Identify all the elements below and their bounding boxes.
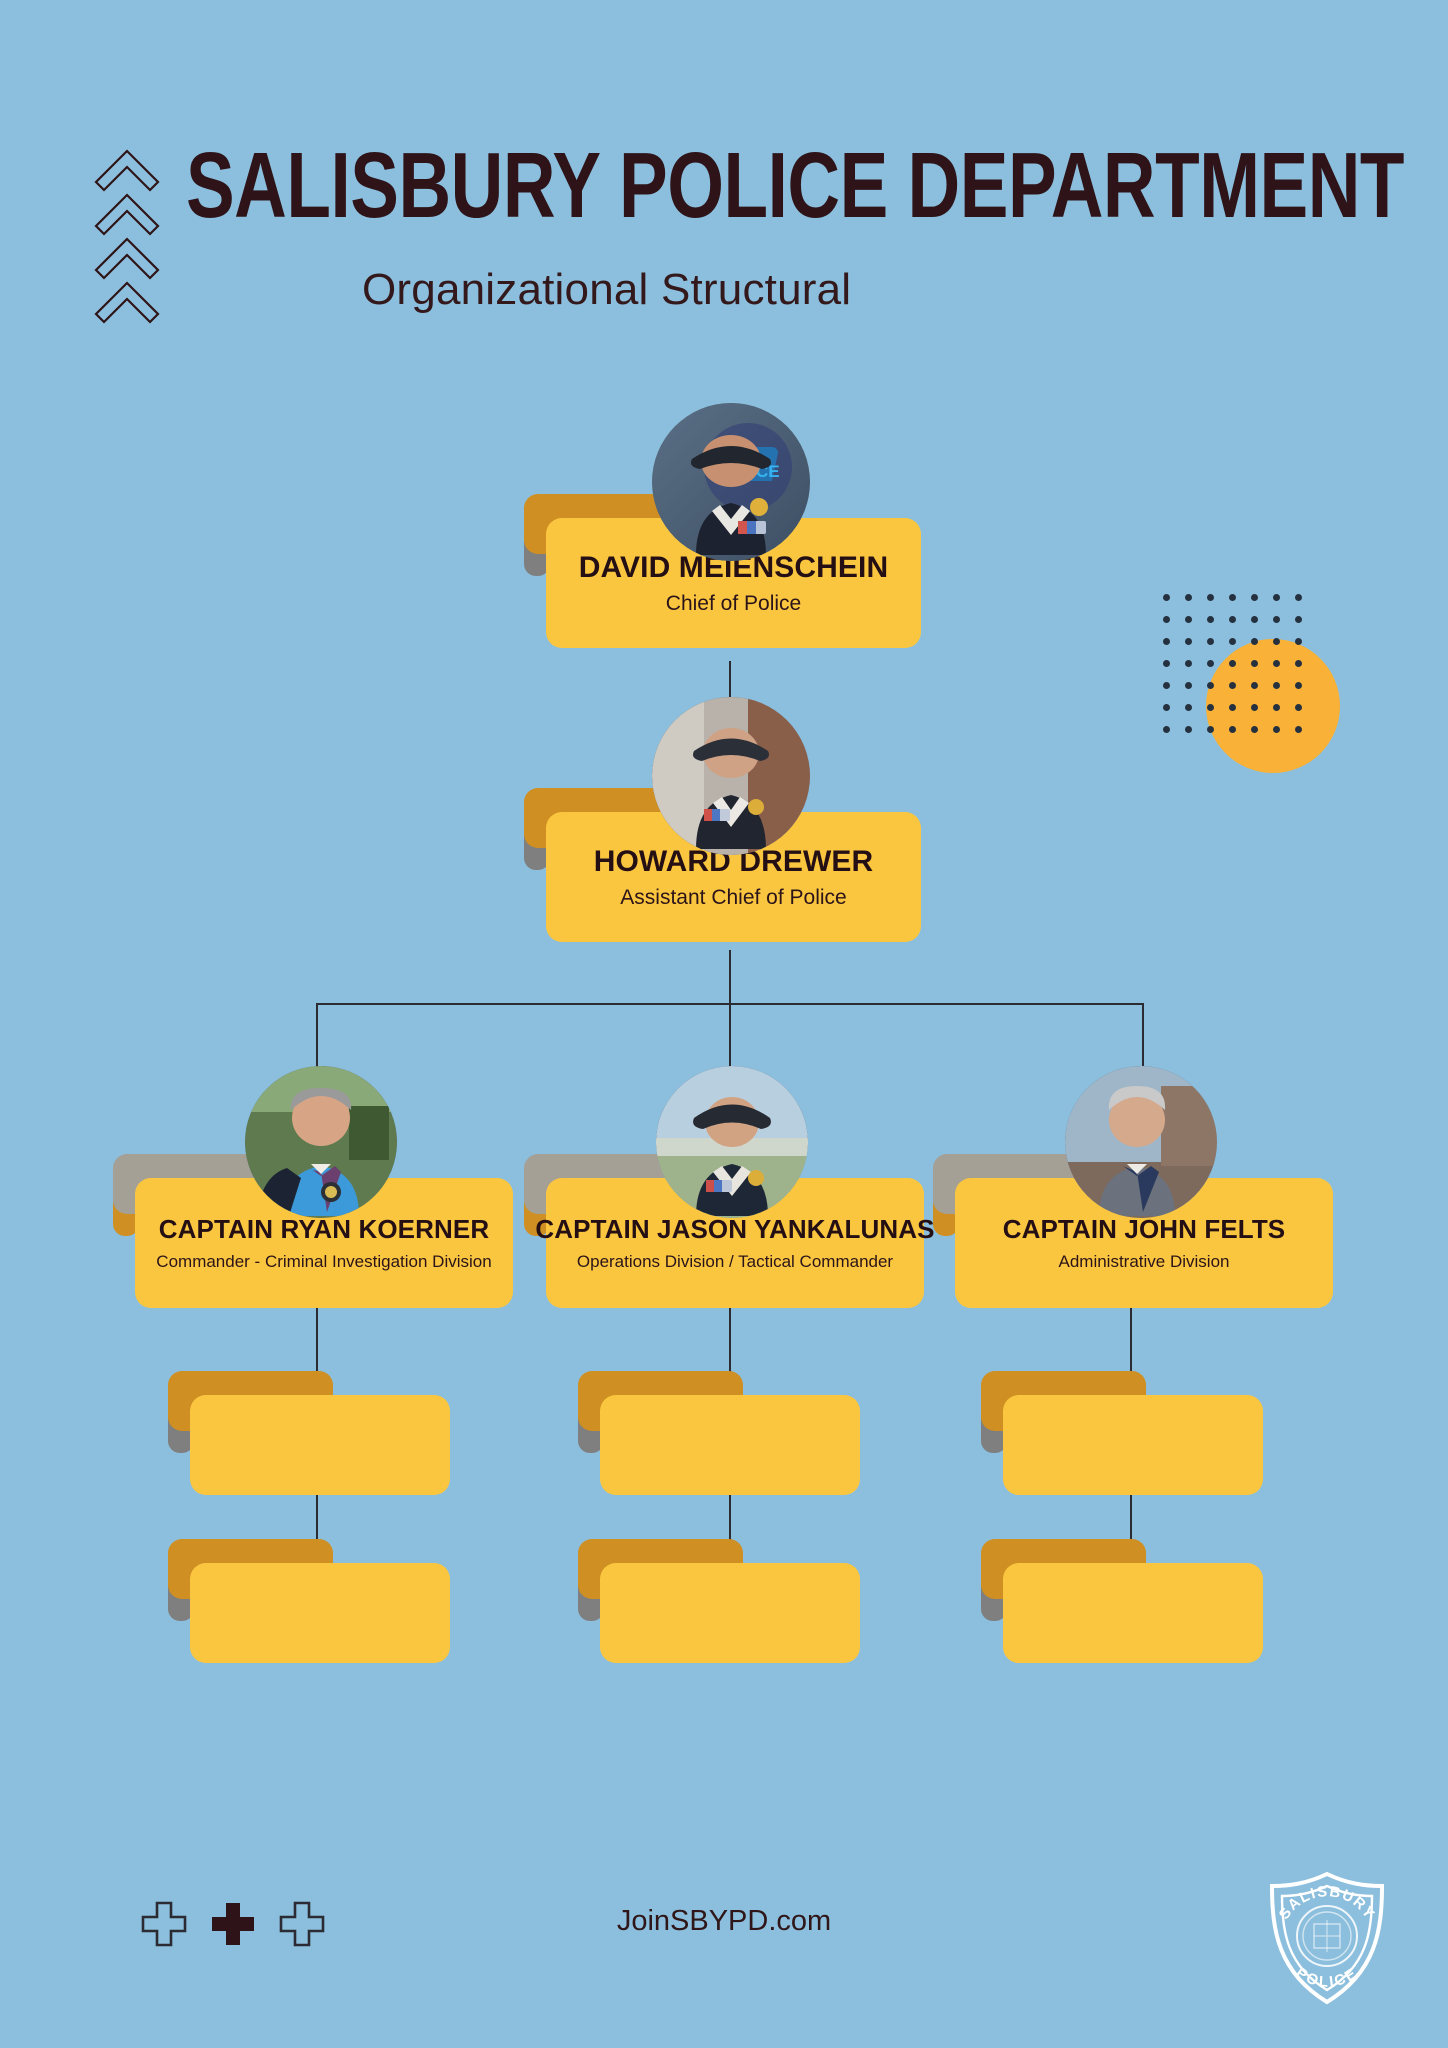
org-node-asst-chief[interactable]: HOWARD DREWER Assistant Chief of Police — [524, 697, 921, 942]
avatar: POLICE — [652, 403, 810, 561]
edge-ph-1-a-to-b — [316, 1483, 318, 1563]
page-subtitle: Organizational Structural — [362, 265, 852, 314]
org-node-placeholder-2b[interactable] — [578, 1539, 860, 1663]
plus-outline-icon — [141, 1901, 187, 1947]
node-name: CAPTAIN RYAN KOERNER — [158, 1214, 490, 1244]
org-node-captain-koerner[interactable]: CAPTAIN RYAN KOERNER Commander - Crimina… — [113, 1066, 513, 1308]
edge-ph-3-a-to-b — [1130, 1483, 1132, 1563]
node-role: Commander - Criminal Investigation Divis… — [156, 1252, 492, 1271]
org-card-asst-chief[interactable]: HOWARD DREWER Assistant Chief of Police — [546, 812, 921, 942]
org-card-captain-yankalunas[interactable]: CAPTAIN JASON YANKALUNAS Operations Divi… — [535, 1178, 935, 1308]
org-node-placeholder-1a[interactable] — [168, 1371, 450, 1495]
org-card-placeholder[interactable] — [600, 1563, 860, 1663]
edge-drop-captain-1 — [316, 1003, 318, 1113]
node-role: Administrative Division — [1058, 1252, 1230, 1271]
plus-filled-icon — [212, 1903, 254, 1945]
svg-text:POLICE: POLICE — [1293, 1964, 1361, 1991]
org-node-captain-yankalunas[interactable]: CAPTAIN JASON YANKALUNAS Operations Divi… — [524, 1066, 935, 1308]
org-node-placeholder-3a[interactable] — [981, 1371, 1263, 1495]
page-title: SALISBURY POLICE DEPARTMENT — [186, 133, 1404, 238]
edge-asst-chief-trunk — [729, 950, 731, 1004]
edge-ph-2-a-to-b — [729, 1483, 731, 1563]
svg-text:SALISBURY: SALISBURY — [1276, 1883, 1379, 1923]
edge-drop-captain-3 — [1142, 1003, 1144, 1113]
org-node-chief[interactable]: POLICE DAVID MEIENSCHEIN Chief of Police — [524, 403, 921, 648]
node-role: Assistant Chief of Police — [620, 885, 847, 909]
edge-drop-captain-2 — [729, 1003, 731, 1113]
avatar — [656, 1066, 808, 1218]
org-card-placeholder[interactable] — [1003, 1563, 1263, 1663]
edge-captain-1-to-ph-a — [316, 1308, 318, 1395]
node-role: Operations Division / Tactical Commander — [576, 1252, 894, 1271]
org-node-placeholder-3b[interactable] — [981, 1539, 1263, 1663]
edge-captain-3-to-ph-a — [1130, 1308, 1132, 1395]
orange-circle-icon — [1206, 639, 1340, 773]
dot-grid-icon — [1155, 586, 1310, 741]
org-card-placeholder[interactable] — [600, 1395, 860, 1495]
org-card-placeholder[interactable] — [190, 1563, 450, 1663]
org-node-placeholder-2a[interactable] — [578, 1371, 860, 1495]
org-card-placeholder[interactable] — [190, 1395, 450, 1495]
avatar — [245, 1066, 397, 1218]
org-card-captain-koerner[interactable]: CAPTAIN RYAN KOERNER Commander - Crimina… — [135, 1178, 513, 1308]
avatar — [652, 697, 810, 855]
avatar — [1065, 1066, 1217, 1218]
org-card-placeholder[interactable] — [1003, 1395, 1263, 1495]
police-shield-badge-icon: SALISBURY POLICE — [1262, 1868, 1392, 2008]
node-name: CAPTAIN JASON YANKALUNAS — [535, 1214, 935, 1244]
edge-captain-2-to-ph-a — [729, 1308, 731, 1395]
node-name: CAPTAIN JOHN FELTS — [1002, 1214, 1286, 1244]
cross-decoration-group — [140, 1900, 326, 1948]
plus-outline-icon — [279, 1901, 325, 1947]
chevron-up-outline-icon — [92, 138, 162, 328]
footer-url[interactable]: JoinSBYPD.com — [616, 1905, 832, 1937]
node-role: Chief of Police — [665, 591, 802, 615]
org-node-captain-felts[interactable]: CAPTAIN JOHN FELTS Administrative Divisi… — [933, 1066, 1333, 1308]
org-node-placeholder-1b[interactable] — [168, 1539, 450, 1663]
